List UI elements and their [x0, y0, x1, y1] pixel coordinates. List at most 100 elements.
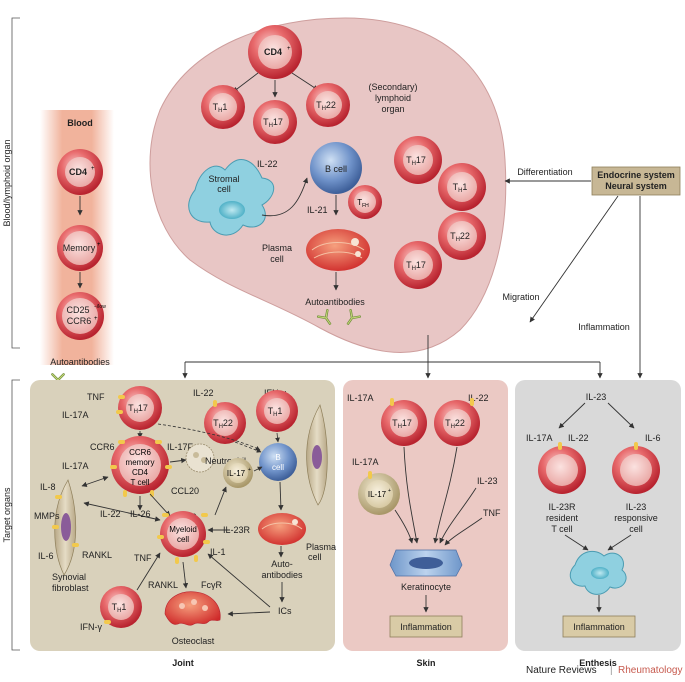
skin-il17a-left-label: IL-17A — [352, 457, 379, 467]
lymphoid-plasma-label-2: cell — [270, 254, 284, 264]
enthesis-resident-t-cell — [538, 442, 586, 494]
skin-inflammation-box — [389, 615, 463, 638]
skin-th22-cell: TH22 — [434, 398, 480, 446]
lymphoid-tfh-cell: TFH — [348, 185, 382, 219]
skin-title: Skin — [416, 658, 435, 668]
joint-ccr6-label: CCR6 — [90, 442, 115, 452]
svg-text:TH17: TH17 — [128, 403, 148, 415]
enthesis-responsive-label-2: responsive — [614, 513, 658, 523]
neutrophil-label: Neutrophil — [205, 456, 246, 466]
skin-tnf-label: TNF — [483, 508, 501, 518]
joint-plasma-label-1: Plasma — [306, 542, 336, 552]
svg-text:−/low: −/low — [94, 304, 106, 310]
svg-text:+: + — [248, 467, 251, 473]
joint-il8-label: IL-8 — [40, 482, 56, 492]
svg-text:+: + — [94, 316, 98, 322]
stromal-label-1: Stromal — [208, 174, 239, 184]
differentiation-label: Differentiation — [517, 167, 572, 177]
svg-text:+: + — [388, 488, 391, 494]
skin-il17-cell: IL-17 + — [358, 471, 400, 515]
migration-label: Migration — [502, 292, 539, 302]
svg-text:TH17: TH17 — [392, 418, 412, 430]
joint-th22-cell: TH22 — [204, 400, 246, 444]
joint-il17a-top: IL-17A — [62, 410, 89, 420]
skin-il23-label: IL-23 — [477, 476, 498, 486]
footer-journal: Nature Reviews — [526, 665, 597, 676]
enthesis-resident-label-2: resident — [546, 513, 579, 523]
joint-il17-cell-label: IL-17 — [227, 469, 246, 478]
lymphoid-bcell: B cell — [310, 142, 362, 194]
blood-cd25-label: CD25 — [66, 305, 89, 315]
lymphoid-cd4-label: CD4 — [264, 47, 282, 57]
svg-text:TH22: TH22 — [445, 418, 465, 430]
blood-title: Blood — [67, 118, 93, 128]
svg-text:TH22: TH22 — [450, 231, 470, 243]
joint-th1-bottom-cell: TH1 — [100, 586, 142, 628]
enthesis-il17a-label: IL-17A — [526, 433, 553, 443]
skin-panel — [343, 380, 508, 651]
joint-il22-mid-label: IL-22 — [100, 509, 121, 519]
joint-rankl-left-label: RANKL — [82, 550, 112, 560]
skin-th17-cell: TH17 — [381, 398, 427, 446]
blood-ccr6-label: CCR6 — [67, 316, 92, 326]
enthesis-inflammation-box — [562, 615, 636, 638]
side-label-target-organs: Target organs — [2, 487, 12, 543]
side-bracket-target — [11, 379, 20, 651]
joint-il6-label: IL-6 — [38, 551, 54, 561]
synovial-label-2: fibroblast — [52, 583, 89, 593]
svg-text:TH17: TH17 — [406, 260, 426, 272]
lymphoid-th17-cell: TH17 — [253, 100, 297, 144]
svg-text:TH1: TH1 — [213, 102, 228, 114]
enthesis-stromal-cell — [569, 550, 627, 595]
endocrine-box — [591, 166, 681, 196]
footer: Nature Reviews | Rheumatology — [0, 662, 685, 682]
joint-tnf-bottom-label: TNF — [134, 553, 152, 563]
joint-il26-label: IL-26 — [130, 509, 151, 519]
joint-fcgr-label: FcγR — [201, 580, 222, 590]
lymphoid-right-th22-cell: TH22 — [438, 212, 486, 260]
synovial-label-1: Synovial — [52, 572, 86, 582]
joint-memory-label-4: T cell — [131, 478, 150, 487]
joint-bcell-label-2: cell — [272, 463, 284, 472]
joint-auto-label-1: Auto- — [271, 559, 293, 569]
joint-th1-top-cell: TH1 — [256, 390, 298, 432]
svg-text:TFH: TFH — [357, 198, 369, 209]
joint-fibroblast-right — [306, 404, 328, 506]
enthesis-responsive-label-3: cell — [629, 524, 643, 534]
lymphoid-plasma-cell — [306, 229, 370, 271]
skin-inflammation-label: Inflammation — [400, 622, 452, 632]
joint-mmps-label: MMPs — [34, 511, 60, 521]
lymphoid-plasma-label-1: Plasma — [262, 243, 292, 253]
skin-il17-cell-label: IL-17 — [368, 490, 387, 499]
enthesis-responsive-cell — [612, 442, 660, 494]
lymphoid-title-1: (Secondary) — [368, 82, 417, 92]
enthesis-responsive-label-1: IL-23 — [626, 502, 647, 512]
lymphoid-th1-cell: TH1 — [201, 85, 245, 129]
myeloid-label-1: Myeloid — [169, 525, 197, 534]
joint-auto-label-2: antibodies — [261, 570, 303, 580]
side-label-blood-lymphoid: Blood/lymphoid organ — [2, 139, 12, 226]
lymphoid-title-2: lymphoid — [375, 93, 411, 103]
joint-ics-label: ICs — [278, 606, 292, 616]
joint-il17a-left-label: IL-17A — [62, 461, 89, 471]
enthesis-inflammation-label: Inflammation — [573, 622, 625, 632]
skin-il22-top-label: IL-22 — [468, 393, 489, 403]
joint-memory-label-2: memory — [126, 458, 155, 467]
svg-text:TH22: TH22 — [213, 418, 233, 430]
myeloid-cell: Myeloid cell — [157, 511, 210, 564]
joint-il22-top: IL-22 — [193, 388, 214, 398]
joint-title: Joint — [172, 658, 194, 668]
enthesis-il22-label: IL-22 — [568, 433, 589, 443]
enthesis-il23-label: IL-23 — [586, 392, 607, 402]
joint-ifng-bottom-label: IFN-γ — [80, 622, 102, 632]
side-bracket-blood — [11, 17, 20, 349]
lymphoid-right-th1-cell: TH1 — [438, 163, 486, 211]
svg-text:TH1: TH1 — [112, 602, 127, 614]
joint-il23r-label: IL-23R — [223, 525, 251, 535]
blood-memory-label: Memory — [63, 243, 96, 253]
svg-text:+: + — [91, 166, 95, 172]
svg-text:+: + — [287, 46, 291, 52]
joint-plasma-cell — [258, 513, 306, 545]
keratinocyte-cell — [389, 549, 463, 577]
joint-memory-label-1: CCR6 — [129, 448, 151, 457]
